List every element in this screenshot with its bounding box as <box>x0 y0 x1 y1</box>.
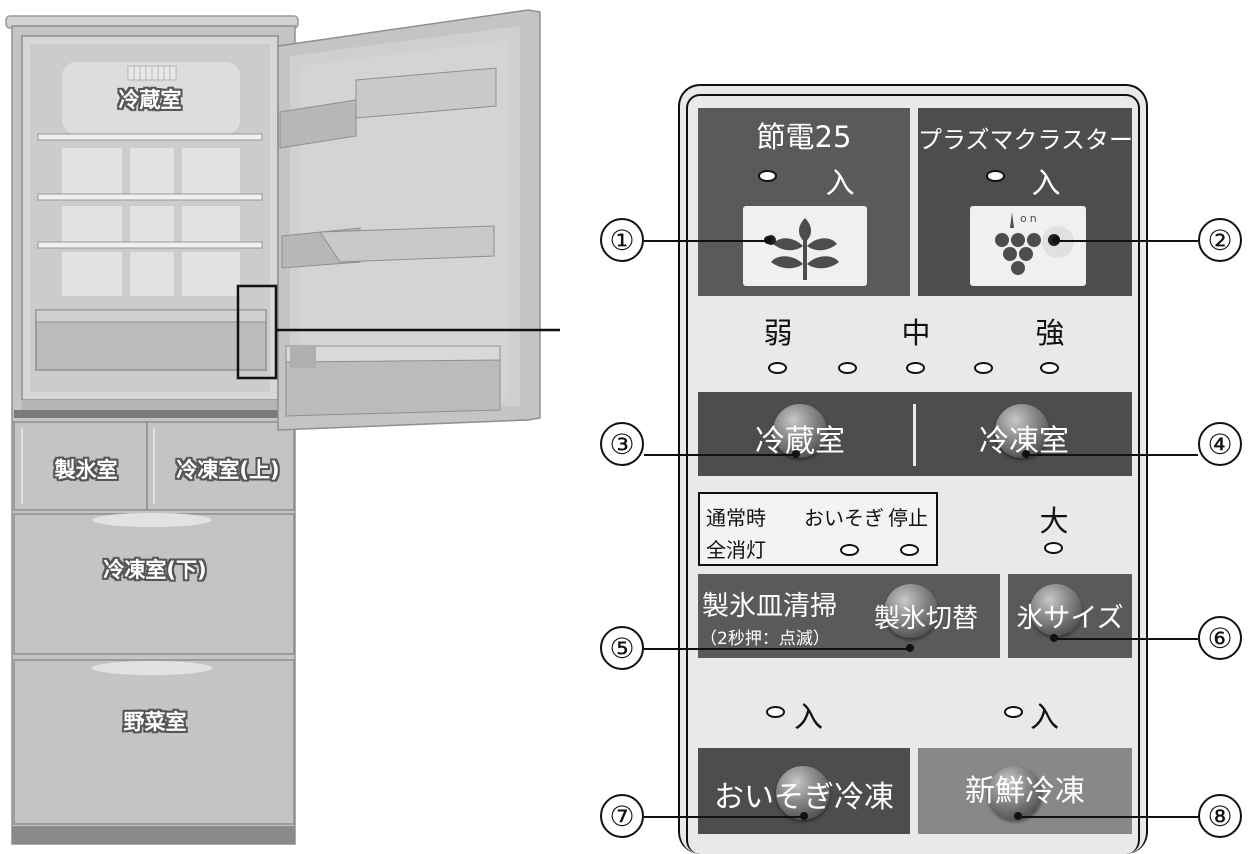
fridge-illustration: 冷蔵室 製氷室 冷凍室(上) 冷凍室(下) 野菜室 <box>0 0 560 854</box>
fresh-freeze-label: 新鮮冷凍 <box>965 774 1085 809</box>
callout-5-leader <box>644 648 910 650</box>
callout-2-dot <box>1052 236 1060 244</box>
fresh-freeze-on-label: 入 <box>1030 700 1060 734</box>
ice-switch-label: 製氷切替 <box>874 604 979 634</box>
callout-3: ③ <box>600 422 644 466</box>
ice-mode-normal: 通常時 <box>706 506 766 530</box>
ice-tray-note: （2秒押：点滅） <box>700 629 830 649</box>
callout-4-dot <box>1022 450 1030 458</box>
ice-size-label: 氷サイズ <box>1016 603 1124 634</box>
leaf-icon <box>766 218 839 280</box>
plasmacluster-on-label: 入 <box>1031 166 1061 200</box>
callout-6-leader <box>1054 638 1198 640</box>
callout-1-leader <box>644 240 768 242</box>
level-medium-label: 中 <box>901 316 931 350</box>
callout-3-leader <box>644 454 796 456</box>
quick-freeze-on-label: 入 <box>794 700 824 734</box>
power-save-button[interactable] <box>743 206 867 286</box>
power-save-led <box>758 170 777 182</box>
callout-3-dot <box>792 450 800 458</box>
label-freezer-lower: 冷凍室(下) <box>103 558 207 582</box>
ice-tray-clean-label: 製氷皿清掃 <box>702 591 837 622</box>
callout-8-dot <box>1014 812 1022 820</box>
large-label: 大 <box>1039 504 1069 538</box>
callout-1: ① <box>600 218 644 262</box>
quick-freeze-label: おいそぎ冷凍 <box>714 780 894 815</box>
quick-freeze-button[interactable] <box>776 766 830 820</box>
ice-switch-block <box>698 574 1000 658</box>
callout-7-leader <box>644 816 804 818</box>
fresh-freeze-button[interactable] <box>988 766 1042 820</box>
callout-6: ⑥ <box>1198 616 1242 660</box>
callout-5: ⑤ <box>600 626 644 670</box>
level-strong-label: 強 <box>1035 316 1065 350</box>
temperature-divider <box>913 404 916 466</box>
ice-size-button[interactable] <box>1030 584 1082 636</box>
ice-mode-box <box>698 492 938 566</box>
power-save-on-label: 入 <box>825 166 855 200</box>
callout-7-dot <box>800 812 808 820</box>
fridge-button-label: 冷蔵室 <box>755 424 845 459</box>
callout-4-leader <box>1026 454 1198 456</box>
callout-2: ② <box>1198 218 1242 262</box>
ice-mode-all-off: 全消灯 <box>706 538 766 562</box>
plasmacluster-on-text: on <box>1020 212 1040 225</box>
fridge-body <box>5 9 560 845</box>
ice-quick-led <box>840 544 859 556</box>
power-save-title: 節電25 <box>756 120 852 154</box>
plasmacluster-title: プラズマクラスター <box>918 126 1134 154</box>
freezer-button[interactable] <box>995 404 1049 458</box>
large-led <box>1044 542 1063 554</box>
label-ice-maker: 製氷室 <box>54 458 118 482</box>
level-led-2 <box>838 362 857 374</box>
label-refrigerator: 冷蔵室 <box>118 88 182 112</box>
callout-1-dot <box>764 236 772 244</box>
label-vegetable: 野菜室 <box>123 710 187 734</box>
plasmacluster-led <box>986 170 1005 182</box>
level-led-4 <box>974 362 993 374</box>
quick-freeze-led <box>766 706 785 718</box>
level-led-5 <box>1040 362 1059 374</box>
ice-mode-quick: おいそぎ <box>804 506 884 530</box>
callout-2-leader <box>1056 240 1198 242</box>
label-freezer-upper: 冷凍室(上) <box>176 458 280 482</box>
level-weak-label: 弱 <box>763 316 793 350</box>
plasmacluster-button[interactable]: on <box>970 206 1086 286</box>
callout-5-dot <box>906 644 914 652</box>
callout-6-dot <box>1050 634 1058 642</box>
callout-7: ⑦ <box>600 794 644 838</box>
callout-4: ④ <box>1198 422 1242 466</box>
level-led-1 <box>768 362 787 374</box>
fresh-freeze-led <box>1004 706 1023 718</box>
ice-stop-led <box>900 544 919 556</box>
ice-switch-button[interactable] <box>884 584 938 638</box>
level-led-3 <box>906 362 925 374</box>
fridge-button[interactable] <box>773 404 827 458</box>
control-panel-inner <box>686 94 1140 854</box>
callout-8-leader <box>1018 816 1198 818</box>
ice-mode-stop: 停止 <box>888 506 928 530</box>
callout-8: ⑧ <box>1198 794 1242 838</box>
